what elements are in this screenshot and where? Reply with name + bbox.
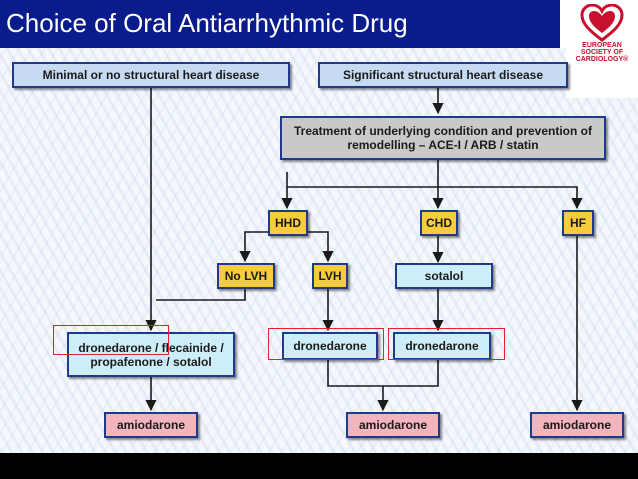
logo-caption: EUROPEAN SOCIETY OF CARDIOLOGY® — [566, 42, 638, 63]
connector-treatment-branch — [286, 172, 583, 210]
logo-line-3: CARDIOLOGY® — [575, 56, 629, 63]
highlight-dronedarone-chd — [388, 328, 505, 360]
connector-hhd-to-lvh — [305, 231, 334, 263]
dronedarone-lvh-box: dronedarone — [282, 332, 378, 360]
title-bar: Choice of Oral Antiarrhythmic Drug — [0, 0, 566, 48]
connector-hhd-to-nolvh — [239, 231, 270, 263]
logo-line-1: EUROPEAN — [582, 42, 622, 49]
esc-logo: EUROPEAN SOCIETY OF CARDIOLOGY® — [566, 0, 638, 98]
bottom-bar — [0, 453, 638, 479]
treatment-box: Treatment of underlying condition and pr… — [280, 116, 606, 160]
amiodarone-right-box: amiodarone — [530, 412, 624, 438]
amiodarone-center-box: amiodarone — [346, 412, 440, 438]
highlight-dronedarone-lvh — [268, 328, 384, 360]
highlight-dronedarone-multi — [53, 325, 169, 355]
slide-title: Choice of Oral Antiarrhythmic Drug — [6, 8, 408, 38]
logo-line-2: SOCIETY OF — [580, 49, 624, 56]
chd-box: CHD — [420, 210, 458, 236]
amiodarone-left-box: amiodarone — [104, 412, 198, 438]
hhd-box: HHD — [268, 210, 308, 236]
no-lvh-box: No LVH — [217, 263, 275, 289]
sotalol-box: sotalol — [395, 263, 493, 289]
minimal-disease-box: Minimal or no structural heart disease — [12, 62, 290, 88]
significant-disease-box: Significant structural heart disease — [318, 62, 568, 88]
multi-drug-box: dronedarone / flecainide / propafenone /… — [67, 332, 235, 377]
slide-background — [0, 48, 638, 453]
connector-nolvh-to-multidrug — [156, 289, 246, 301]
lvh-box: LVH — [312, 263, 348, 289]
connector-dronedarone-merge — [327, 360, 439, 387]
hf-box: HF — [562, 210, 594, 236]
heart-logo-icon — [580, 4, 624, 42]
